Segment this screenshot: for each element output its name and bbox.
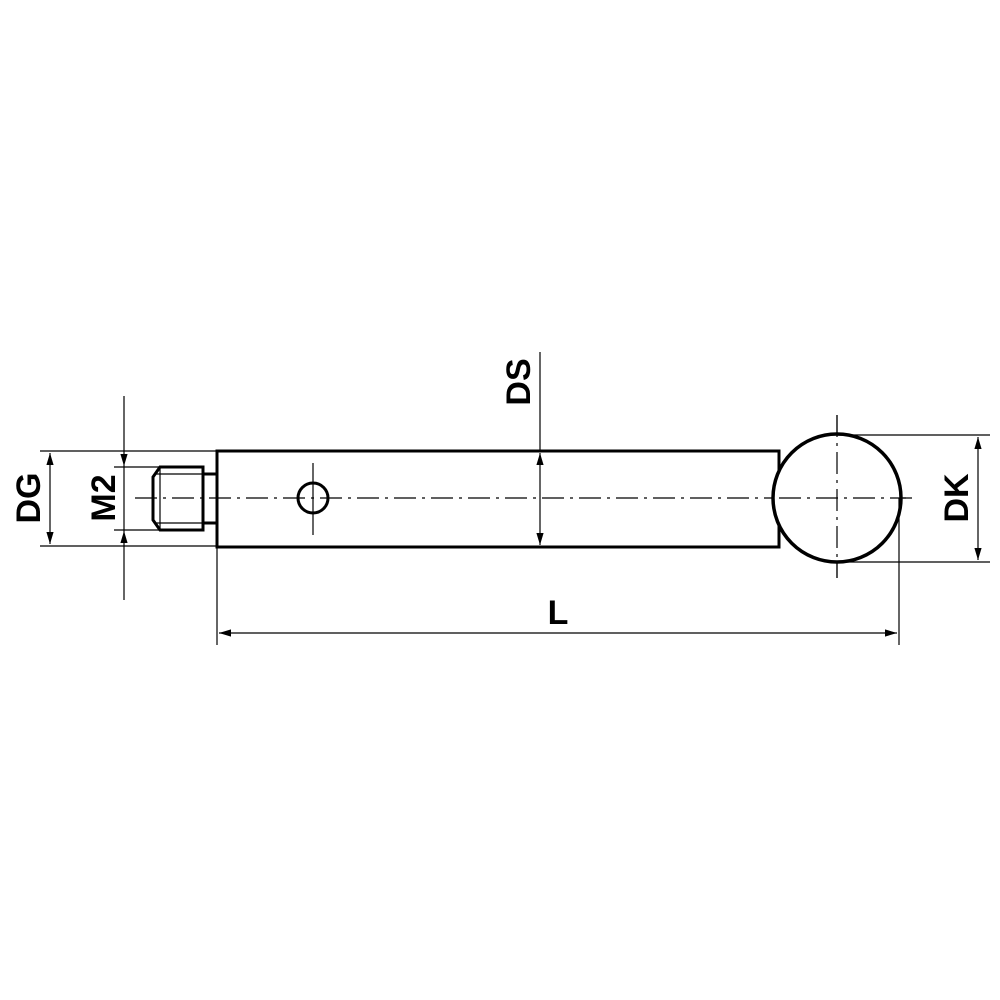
label-dk: DK — [938, 473, 976, 523]
neck — [203, 472, 217, 525]
label-m2: M2 — [85, 474, 123, 521]
label-ds: DS — [500, 358, 538, 405]
label-dg: DG — [10, 473, 48, 524]
cross-hole — [296, 481, 330, 515]
label-l: L — [548, 594, 569, 632]
shaft — [215, 449, 781, 549]
